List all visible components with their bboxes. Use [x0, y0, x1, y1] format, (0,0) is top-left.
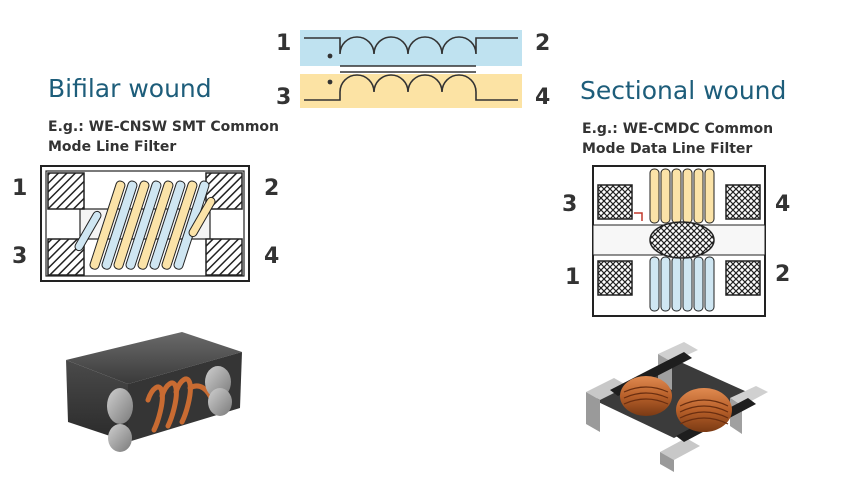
- sectional-terminal-2: [725, 260, 761, 296]
- sectional-drawing: [592, 165, 766, 317]
- sectional-terminal-1: [597, 260, 633, 296]
- bifilar-pin-2: 2: [264, 176, 280, 201]
- bifilar-photo-pad-4: [208, 388, 232, 416]
- sectional-pin-1: 1: [565, 265, 581, 290]
- sectional-terminal-4: [725, 184, 761, 220]
- bifilar-photo-pad-2: [108, 424, 132, 452]
- bifilar-windings: [74, 180, 216, 270]
- bifilar-photo: [66, 332, 242, 452]
- schematic-pin-4: 4: [535, 85, 551, 110]
- schematic-pin-1: 1: [276, 31, 292, 56]
- sectional-subtitle-line-1: E.g.: WE-CMDC Common: [582, 121, 774, 137]
- bifilar-photo-front: [66, 360, 128, 442]
- sectional-center-core: [649, 221, 715, 259]
- bifilar-inner-frame: [45, 170, 245, 277]
- schematic-pin-2: 2: [535, 31, 551, 56]
- bifilar-subtitle-line-1: E.g.: WE-CNSW SMT Common: [48, 119, 279, 135]
- bifilar-terminal-4: [205, 238, 243, 276]
- sectional-terminal-3: [597, 184, 633, 220]
- bifilar-photo-top: [66, 332, 242, 384]
- schematic-top-winding: [304, 36, 518, 55]
- sectional-lead-marker: [634, 212, 643, 221]
- schematic-bottom-band: [300, 74, 522, 108]
- schematic-pin-3: 3: [276, 85, 292, 110]
- bifilar-pin-4: 4: [264, 244, 280, 269]
- sectional-pin-3: 3: [562, 192, 578, 217]
- sectional-photo-coil-1: [620, 376, 672, 416]
- sectional-photo-block-4: [730, 386, 768, 406]
- schematic-bottom-winding: [304, 74, 518, 101]
- sectional-bottom-coils: [649, 256, 715, 312]
- sectional-photo-block-3-side: [660, 452, 674, 472]
- sectional-photo-base: [594, 360, 756, 438]
- sectional-photo-block-2: [658, 342, 698, 362]
- bifilar-terminal-1: [47, 172, 85, 210]
- bifilar-pin-3: 3: [12, 244, 28, 269]
- schematic-top-band: [300, 30, 522, 66]
- sectional-pin-4: 4: [775, 192, 791, 217]
- schematic-bottom-dot: [327, 79, 333, 85]
- sectional-photo-block-1-side: [586, 392, 600, 432]
- bifilar-pin-1: 1: [12, 176, 28, 201]
- bifilar-drawing: [40, 165, 250, 282]
- sectional-photo-block-1: [586, 378, 628, 400]
- schematic-symbol: [300, 30, 522, 108]
- sectional-title: Sectional wound: [580, 76, 787, 105]
- bifilar-title: Bifilar wound: [48, 74, 212, 103]
- bifilar-subtitle-line-2: Mode Line Filter: [48, 139, 177, 155]
- sectional-subtitle-line-2: Mode Data Line Filter: [582, 141, 753, 157]
- sectional-top-coils: [649, 168, 715, 224]
- bifilar-photo-pad-1: [107, 388, 133, 424]
- sectional-photo: [586, 342, 768, 472]
- sectional-photo-coil-2: [676, 388, 732, 432]
- schematic-top-dot: [327, 53, 333, 59]
- sectional-photo-block-3: [660, 438, 700, 460]
- sectional-pin-2: 2: [775, 262, 791, 287]
